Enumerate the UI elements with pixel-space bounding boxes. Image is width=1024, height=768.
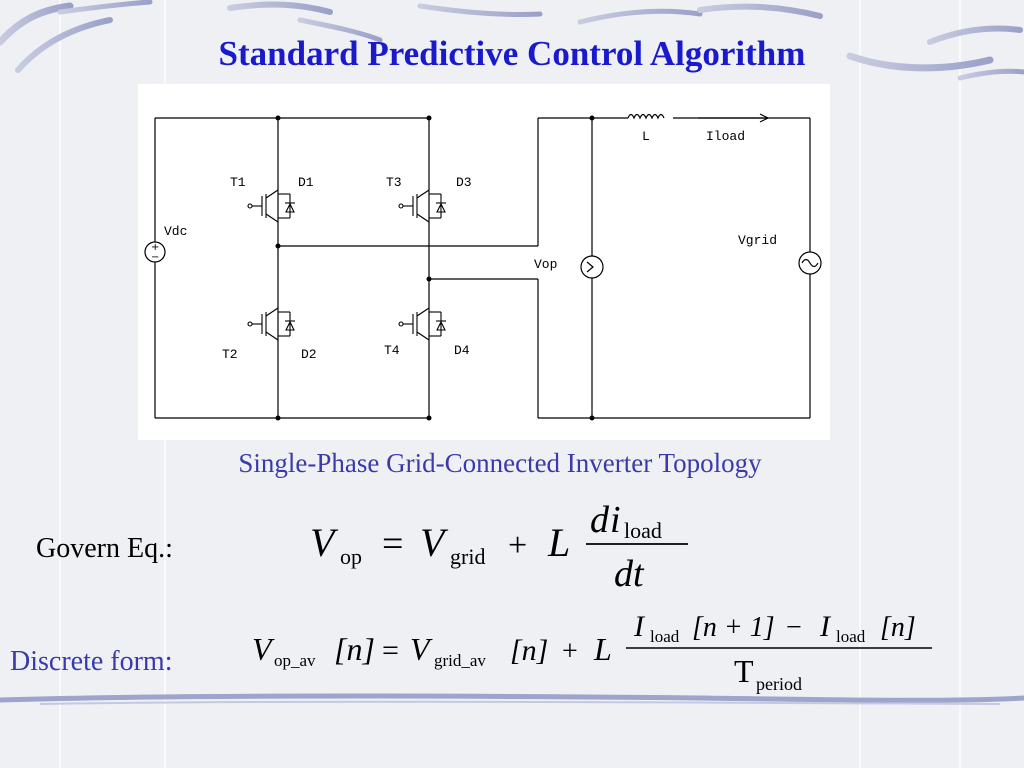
label-d4: D4 — [454, 343, 470, 358]
eq2-period-sub: period — [756, 674, 802, 694]
eq2-t: T — [734, 653, 754, 689]
govern-equation: V op = V grid + L d i load dt — [310, 499, 688, 595]
eq2-n-plus-1: [n + 1] — [692, 612, 775, 643]
eq1-num-d: d — [590, 499, 610, 541]
eq2-i2: I — [819, 610, 832, 643]
eq2-i1: I — [633, 610, 646, 643]
eq2-v: V — [252, 631, 275, 667]
eq1-den: dt — [614, 553, 645, 595]
eq1-v-op: V — [310, 520, 339, 565]
eq2-equals: = — [382, 634, 399, 667]
label-vdc: Vdc — [164, 224, 187, 239]
label-t2: T2 — [222, 347, 238, 362]
label-d1: D1 — [298, 175, 314, 190]
eq1-plus: + — [508, 527, 527, 564]
eq1-equals: = — [382, 523, 403, 565]
label-t3: T3 — [386, 175, 402, 190]
label-t4: T4 — [384, 343, 400, 358]
label-vgrid: Vgrid — [738, 233, 777, 248]
footer-divider — [0, 693, 1024, 705]
eq2-op-av-sub: op_av — [274, 651, 316, 670]
eq2-plus: + — [562, 636, 578, 667]
inverter-circuit-diagram: + − — [138, 84, 830, 440]
label-d3: D3 — [456, 175, 472, 190]
discrete-form-label: Discrete form: — [10, 646, 173, 677]
eq2-load1-sub: load — [650, 627, 680, 646]
label-t1: T1 — [230, 175, 246, 190]
label-inductor: L — [642, 129, 650, 144]
eq1-grid-sub: grid — [450, 544, 485, 569]
eq2-grid-av-sub: grid_av — [434, 651, 486, 670]
eq1-v-grid: V — [420, 520, 449, 565]
eq1-l: L — [547, 520, 570, 565]
eq2-n2: [n] — [510, 634, 548, 667]
svg-text:−: − — [151, 252, 159, 263]
label-vop: Vop — [534, 257, 557, 272]
slide-title: Standard Predictive Control Algorithm — [218, 34, 806, 73]
circuit-schematic: + − — [144, 113, 822, 421]
eq2-n3: [n] — [880, 612, 916, 643]
label-d2: D2 — [301, 347, 317, 362]
govern-equation-label: Govern Eq.: — [36, 533, 173, 564]
switch-t1-symbol — [247, 189, 295, 223]
eq2-n-bracket: [n] — [334, 631, 375, 667]
label-iload: Iload — [706, 129, 745, 144]
eq1-num-i: i — [610, 499, 621, 541]
eq2-load2-sub: load — [836, 627, 866, 646]
discrete-equation: V op_av [n] = V grid_av [n] + L I load [… — [252, 610, 932, 694]
svg-text:+: + — [151, 242, 159, 253]
eq2-v-grid: V — [410, 631, 433, 667]
eq2-l: L — [593, 631, 612, 667]
eq1-load-sub: load — [624, 518, 662, 543]
eq2-minus: − — [786, 612, 802, 643]
eq1-op-sub: op — [340, 544, 362, 569]
diagram-caption: Single-Phase Grid-Connected Inverter Top… — [238, 448, 762, 478]
